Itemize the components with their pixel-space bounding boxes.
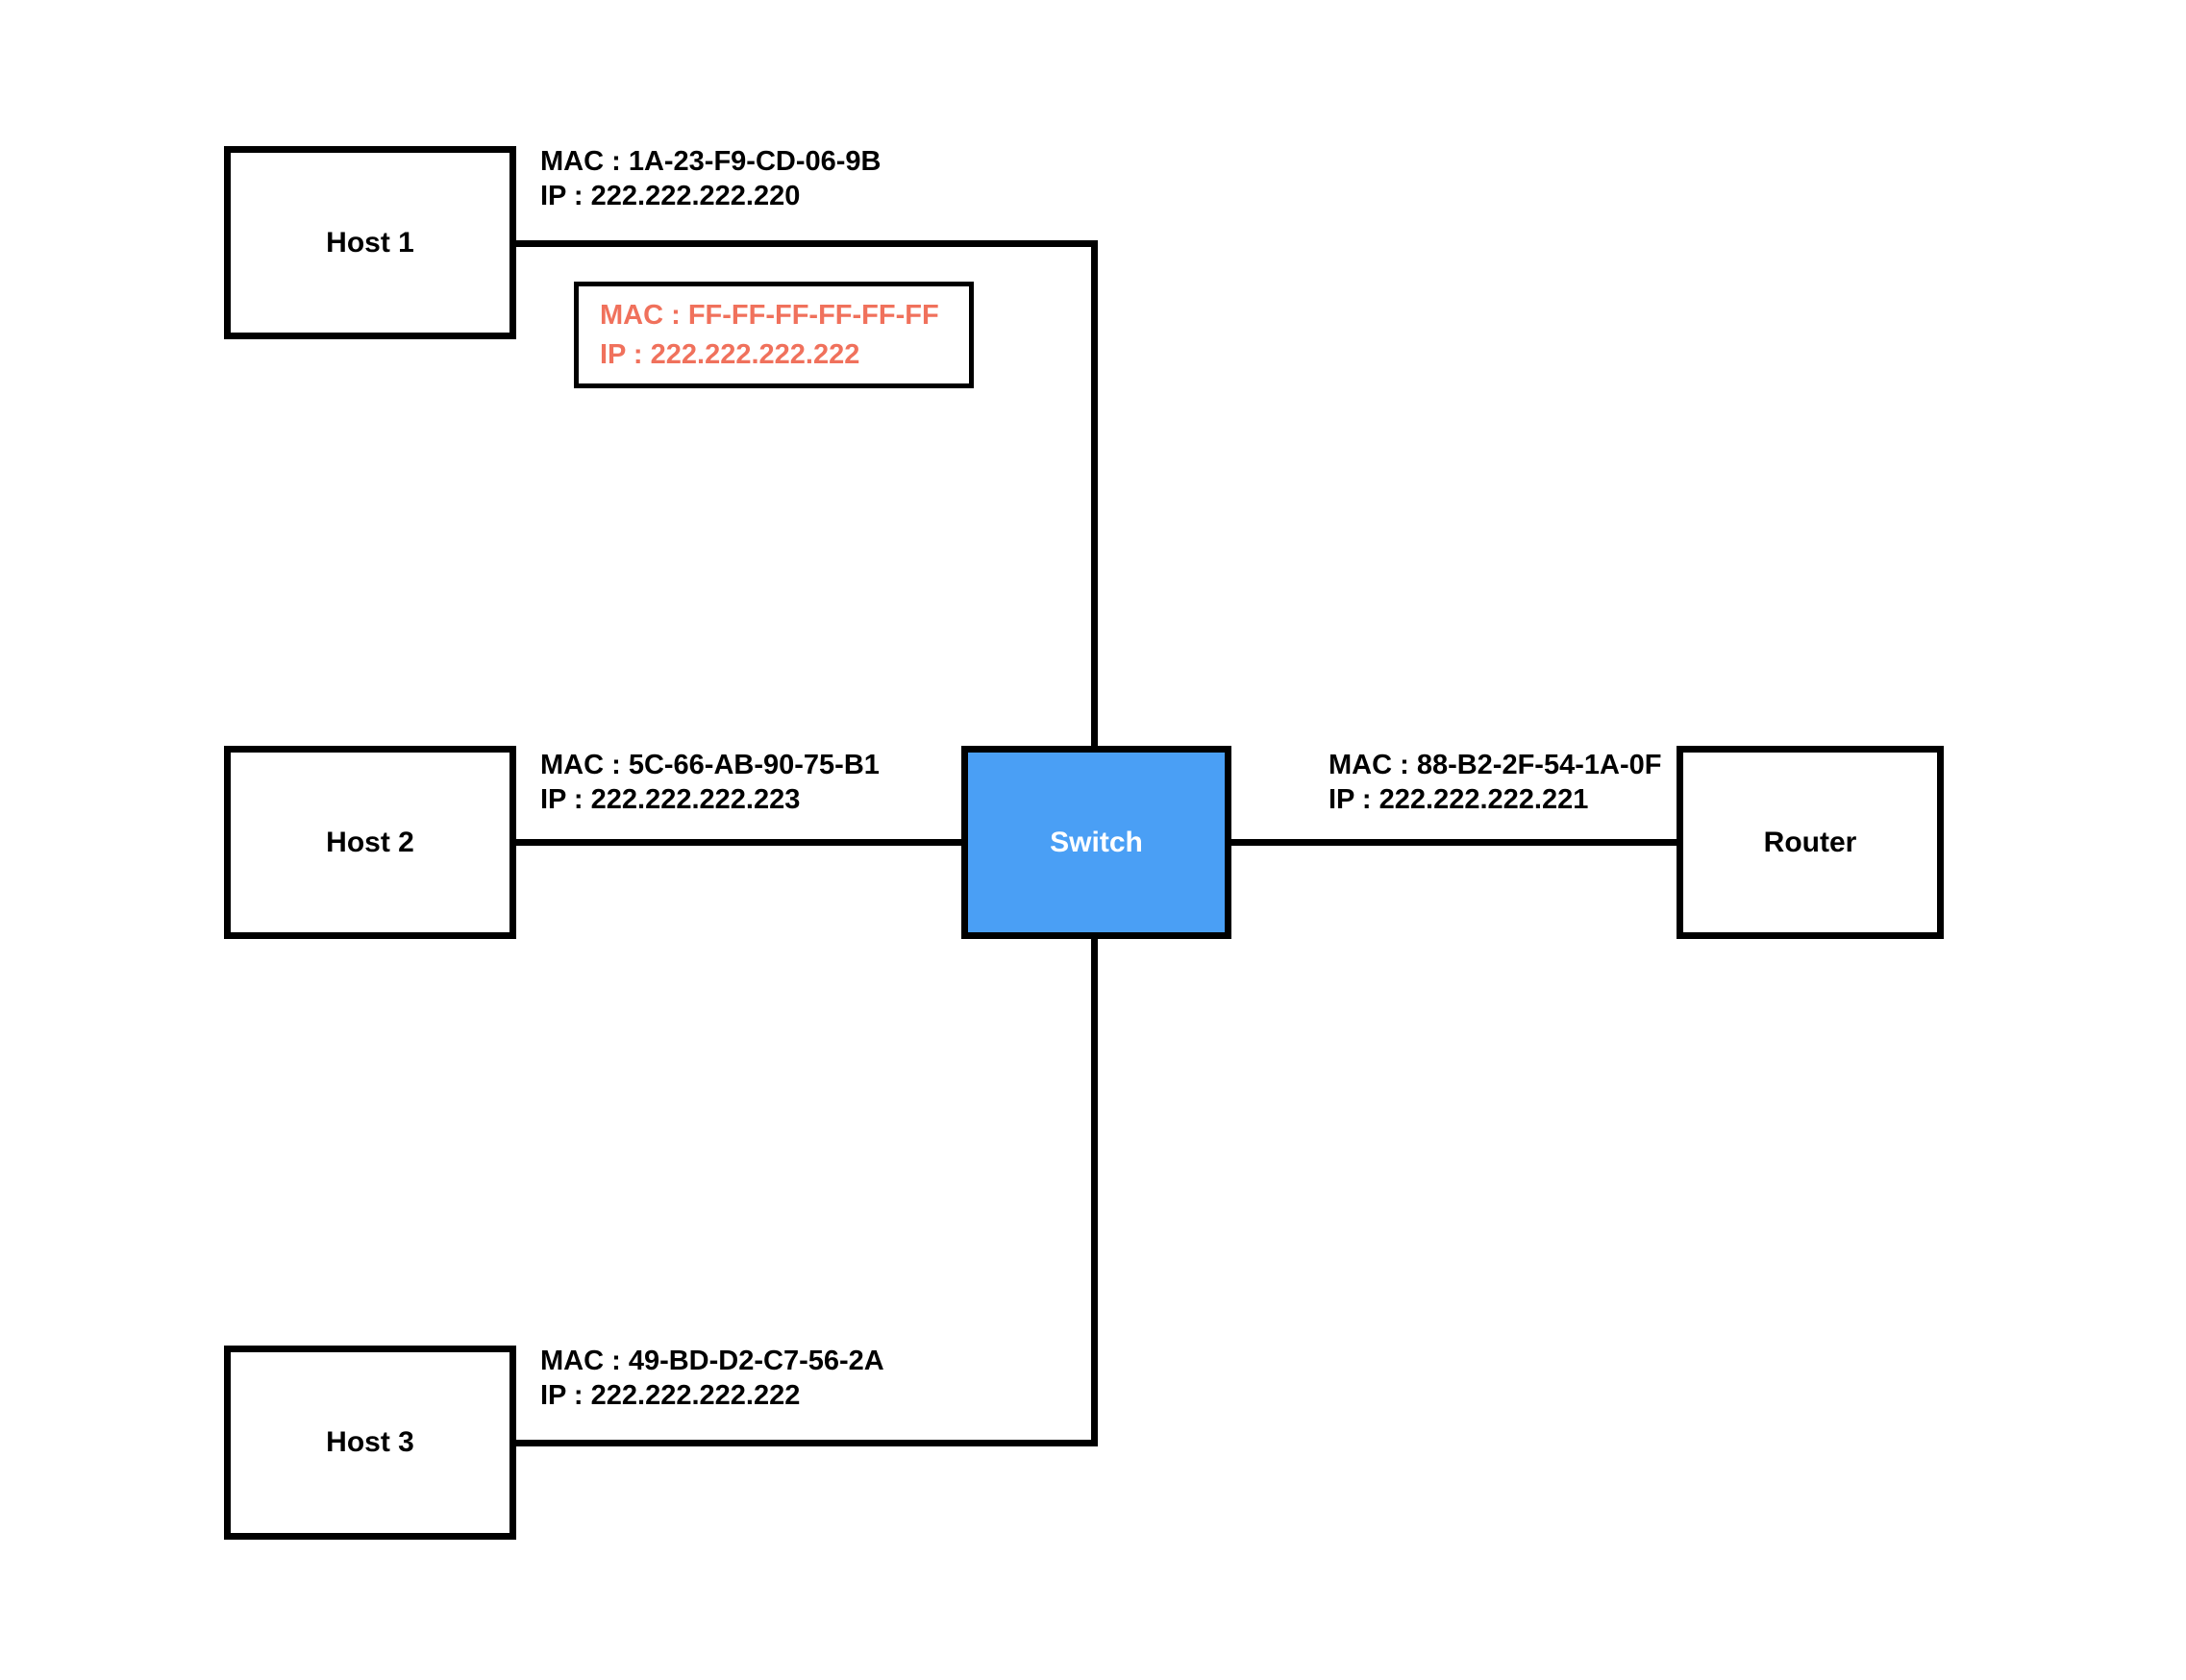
router-mac-label: MAC : 88-B2-2F-54-1A-0F xyxy=(1329,750,1662,780)
broadcast-mac-label: MAC : FF-FF-FF-FF-FF-FF xyxy=(600,299,939,331)
host2-label: Host 2 xyxy=(326,826,414,858)
host3-mac-label: MAC : 49-BD-D2-C7-56-2A xyxy=(540,1346,884,1376)
host1-ip-label: IP : 222.222.222.220 xyxy=(540,181,801,211)
broadcast-ip-label: IP : 222.222.222.222 xyxy=(600,338,860,370)
node-router: Router xyxy=(1677,746,1944,939)
router-ip-label: IP : 222.222.222.221 xyxy=(1329,784,1589,815)
host1-label: Host 1 xyxy=(326,226,414,259)
connector-host2-switch xyxy=(516,839,965,846)
host2-mac-label: MAC : 5C-66-AB-90-75-B1 xyxy=(540,750,880,780)
node-host1: Host 1 xyxy=(224,146,516,339)
host3-label: Host 3 xyxy=(326,1426,414,1458)
connector-switch-host3-horizontal xyxy=(516,1440,1098,1446)
host3-ip-label: IP : 222.222.222.222 xyxy=(540,1380,801,1411)
host3-address-annotation: MAC : 49-BD-D2-C7-56-2A IP : 222.222.222… xyxy=(540,1344,884,1413)
connector-switch-host3-vertical xyxy=(1091,935,1098,1445)
node-switch: Switch xyxy=(961,746,1231,939)
host2-ip-label: IP : 222.222.222.223 xyxy=(540,784,801,815)
host1-mac-label: MAC : 1A-23-F9-CD-06-9B xyxy=(540,146,882,177)
switch-label: Switch xyxy=(1050,826,1143,858)
broadcast-address-box: MAC : FF-FF-FF-FF-FF-FF IP : 222.222.222… xyxy=(574,282,974,388)
connector-host1-switch-vertical xyxy=(1091,240,1098,750)
host2-address-annotation: MAC : 5C-66-AB-90-75-B1 IP : 222.222.222… xyxy=(540,748,880,817)
host1-address-annotation: MAC : 1A-23-F9-CD-06-9B IP : 222.222.222… xyxy=(540,144,882,213)
router-address-annotation: MAC : 88-B2-2F-54-1A-0F IP : 222.222.222… xyxy=(1329,748,1661,817)
router-label: Router xyxy=(1763,826,1857,858)
connector-host1-switch-horizontal xyxy=(516,240,1098,247)
node-host3: Host 3 xyxy=(224,1346,516,1540)
connector-switch-router xyxy=(1228,839,1680,846)
node-host2: Host 2 xyxy=(224,746,516,939)
